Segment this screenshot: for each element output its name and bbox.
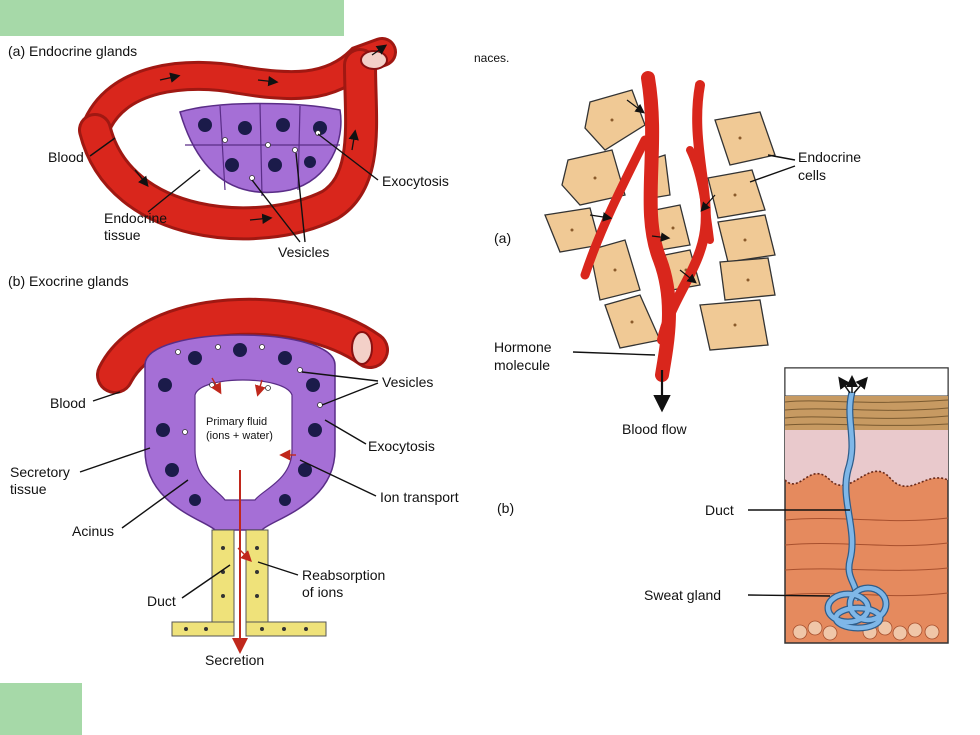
label-endocrine-tissue-2: tissue	[104, 227, 141, 243]
label-sweat-gland: Sweat gland	[644, 587, 721, 603]
label-hormone-2: molecule	[494, 357, 550, 373]
label-hormone-1: Hormone	[494, 339, 552, 355]
label-primary-fluid-1: Primary fluid	[206, 416, 267, 428]
label-endocrine-cells-2: cells	[798, 167, 826, 183]
label-exocytosis-a: Exocytosis	[382, 173, 449, 189]
label-primary-fluid-2: (ions + water)	[206, 430, 273, 442]
label-blood-b: Blood	[50, 395, 86, 411]
endocrine-glands-title: (a) Endocrine glands	[8, 43, 137, 59]
label-secretory-2: tissue	[10, 481, 47, 497]
exocrine-glands-title: (b) Exocrine glands	[8, 273, 129, 289]
label-secretory-1: Secretory	[10, 464, 70, 480]
label-blood-a: Blood	[48, 149, 84, 165]
label-secretion: Secretion	[205, 652, 264, 668]
label-exocytosis-b: Exocytosis	[368, 438, 435, 454]
cell-speckles	[570, 118, 750, 327]
label-reabsorption-1: Reabsorption	[302, 567, 385, 583]
label-blood-flow: Blood flow	[622, 421, 687, 437]
label-acinus: Acinus	[72, 523, 114, 539]
endocrine-cells-illustration	[544, 89, 776, 351]
marker-a-right: (a)	[494, 230, 511, 246]
label-vesicles-b: Vesicles	[382, 374, 433, 390]
exocrine-gland-illustration	[96, 297, 389, 654]
label-vesicles-a: Vesicles	[278, 244, 329, 260]
blood-vessels-a	[580, 71, 714, 382]
skin-section-illustration	[784, 367, 949, 644]
label-endocrine-cells-1: Endocrine	[798, 149, 861, 165]
label-duct-skin: Duct	[705, 502, 734, 518]
endocrine-gland-illustration	[78, 37, 397, 241]
green-tab-bottom	[0, 683, 82, 735]
green-tab-top	[0, 0, 344, 36]
label-reabsorption-2: of ions	[302, 584, 343, 600]
marker-b-right: (b)	[497, 500, 514, 516]
label-endocrine-tissue-1: Endocrine	[104, 210, 167, 226]
cut-off-text: naces.	[474, 51, 509, 65]
label-ion-transport: Ion transport	[380, 489, 459, 505]
label-duct-b: Duct	[147, 593, 176, 609]
